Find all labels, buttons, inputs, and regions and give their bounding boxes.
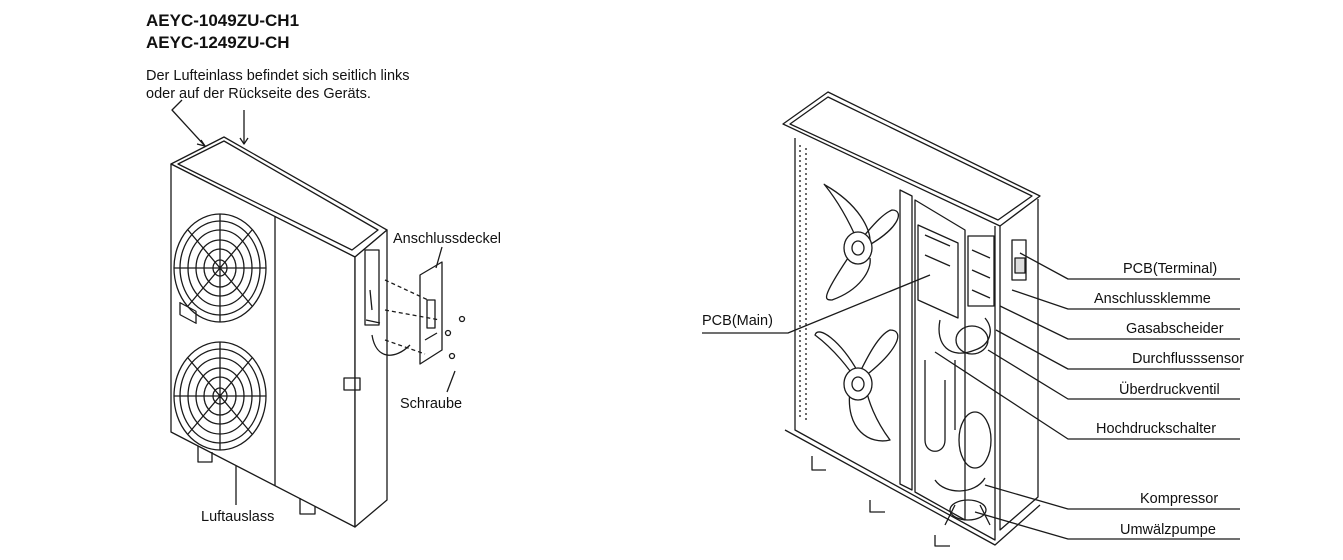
left-leader-lines: [171, 99, 456, 505]
label-terminal-cover: Anschlussdeckel: [393, 231, 501, 247]
model-title-2: AEYC-1249ZU-CH: [146, 33, 290, 52]
label-pcb-main: PCB(Main): [702, 313, 773, 329]
label-compressor: Kompressor: [1140, 491, 1219, 507]
label-gas-separator: Gasabscheider: [1126, 321, 1224, 337]
outdoor-unit-interior-drawing: [782, 91, 1041, 547]
label-terminal-block: Anschlussklemme: [1094, 291, 1211, 307]
label-screw: Schraube: [400, 396, 463, 412]
fan-grille-upper: [173, 213, 267, 323]
terminal-cover-drawing: [371, 261, 466, 365]
label-circulation-pump: Umwälzpumpe: [1120, 522, 1216, 538]
outdoor-unit-exterior-drawing: [170, 136, 388, 528]
label-relief-valve: Überdruckventil: [1119, 382, 1220, 398]
label-air-outlet: Luftauslass: [201, 509, 275, 525]
fan-grille-lower: [173, 341, 267, 451]
label-high-pressure-switch: Hochdruckschalter: [1096, 421, 1217, 437]
label-pcb-terminal: PCB(Terminal): [1123, 261, 1218, 277]
model-title-1: AEYC-1049ZU-CH1: [146, 11, 300, 30]
air-inlet-note-line-1: Der Lufteinlass befindet sich seitlich l…: [146, 68, 410, 84]
air-inlet-note-line-2: oder auf der Rückseite des Geräts.: [146, 86, 371, 102]
label-flow-sensor: Durchflusssensor: [1132, 351, 1245, 367]
right-leader-lines: [702, 252, 1240, 540]
